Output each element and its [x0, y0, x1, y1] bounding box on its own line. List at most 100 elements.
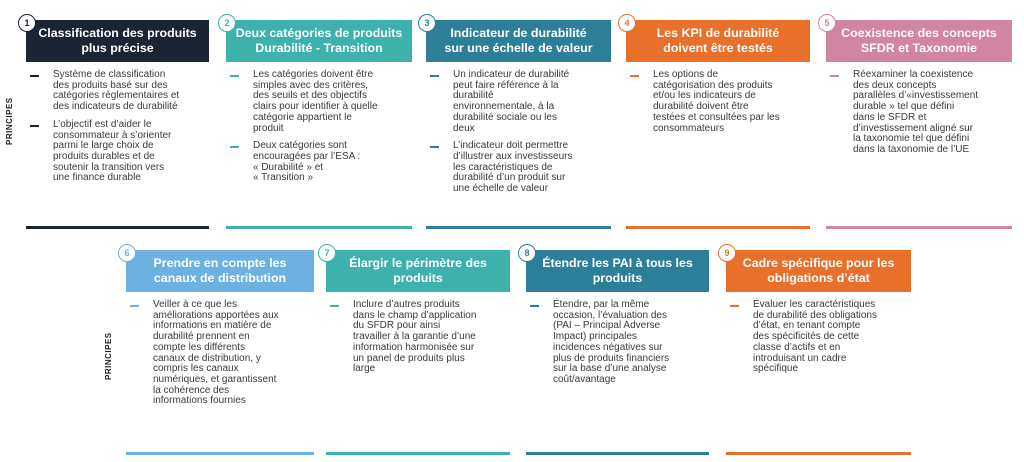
- dash-bullet-icon: [730, 305, 739, 307]
- bullet-text-line: dans la taxonomie de l’UE: [853, 143, 970, 155]
- bullet-text-line: des indicateurs de durabilité: [53, 101, 178, 113]
- bullet-text-line: informations en matière de: [153, 320, 272, 332]
- card-title-line: SFDR et Taxonomie: [860, 41, 978, 55]
- bullet-text-line: encouragées par l’ESA :: [253, 150, 361, 162]
- bullet-text-line: spécifique: [753, 363, 799, 375]
- card-title-line: produits: [393, 271, 443, 285]
- bullet-text-line: classe d’actifs et en: [753, 341, 841, 353]
- dash-bullet-icon: [30, 124, 39, 127]
- card-bottom-bar: [726, 452, 911, 455]
- card-number-badge: 2: [218, 14, 236, 32]
- bullet-text-line: durabilité d’un produit sur: [453, 172, 566, 184]
- card-title-line: Coexistence des concepts: [841, 26, 997, 40]
- bullet-text-line: informations fournies: [153, 395, 246, 407]
- card-bottom-bar: [26, 226, 209, 229]
- card-number-badge: 6: [118, 244, 136, 262]
- card-number-badge: 4: [618, 14, 636, 32]
- card-title-line: Élargir le périmètre des: [349, 256, 487, 270]
- card-bottom-bar: [826, 226, 1012, 229]
- side-label-top: PRINCIPES: [5, 97, 14, 145]
- side-label-bottom: PRINCIPES: [104, 332, 113, 380]
- bullet-text-line: consommateur à s’orienter: [53, 129, 172, 141]
- bullet-text-line: numériques, et garantissent: [153, 373, 277, 385]
- bullet-text-line: catégorie appartient le: [253, 111, 352, 123]
- card-number-badge: 1: [18, 14, 36, 32]
- card-bottom-bar: [326, 452, 510, 455]
- dash-bullet-icon: [830, 75, 839, 77]
- bullet-text-line: de durabilité des obligations: [753, 309, 877, 321]
- bullet-text-line: catégories règlementaires et: [53, 90, 180, 102]
- bullet-text-line: (PAI – Principal Adverse: [553, 320, 661, 332]
- bullet-text-line: Système de classification: [53, 69, 166, 80]
- dash-bullet-icon: [430, 75, 439, 77]
- dash-bullet-icon: [230, 75, 239, 77]
- bullet-text-line: durabilité sociale ou les: [453, 111, 557, 123]
- bullet-text-line: Les options de: [653, 69, 719, 80]
- bullet-text-line: les caractéristiques de: [453, 161, 553, 173]
- bullet-text-line: L’indicateur doit permettre: [453, 140, 569, 152]
- card-number-badge: 8: [518, 244, 536, 262]
- card-title-line: Les KPI de durabilité: [656, 26, 780, 40]
- bullet-text-line: des seuils et des objectifs: [253, 90, 367, 102]
- bullet-text-line: produits durables et de: [53, 150, 155, 162]
- card-bottom-bar: [626, 226, 810, 229]
- bullet-text-line: une finance durable: [53, 172, 141, 184]
- bullet-text-line: Étendre, par la même: [553, 299, 650, 310]
- bullet-text-line: durabilité doivent être: [653, 101, 749, 113]
- card-number-badge: 3: [418, 14, 436, 32]
- bullet-text-line: durable » tel que défini: [853, 101, 955, 113]
- dash-bullet-icon: [530, 305, 539, 307]
- bullet-text-line: sur la base d’une analyse: [553, 363, 667, 375]
- bullet-text-line: dans le SFDR et: [853, 111, 927, 123]
- bullet-text-line: une échelle de valeur: [453, 183, 549, 195]
- dash-bullet-icon: [30, 75, 39, 77]
- card-bottom-bar: [526, 452, 709, 455]
- bullet-text-line: dans le champ d’application: [353, 309, 477, 321]
- bullet-text-line: canaux de distribution, y: [153, 352, 261, 364]
- bullet-text-line: clairs pour identifier à quelle: [253, 101, 378, 113]
- card-title-line: produits: [592, 271, 643, 285]
- bullet-text-line: incidences négatives sur: [553, 341, 663, 353]
- bullet-text-line: L’objectif est d’aider le: [53, 118, 152, 130]
- bullet-text-line: du SFDR pour ainsi: [353, 320, 441, 332]
- bullet-text-line: parmi le large choix de: [53, 140, 154, 152]
- bullet-text-line: deux: [453, 122, 475, 134]
- bullet-text-line: Inclure d’autres produits: [353, 299, 460, 310]
- card-title-line: canaux de distribution: [153, 271, 287, 285]
- bullet-text-line: Veiller à ce que les: [153, 299, 237, 310]
- bullet-text-line: parallèles d’«investissement: [853, 90, 979, 102]
- card-title-line: obligations d’état: [767, 271, 870, 285]
- bullet-text-line: la taxonomie tel que défini: [853, 133, 970, 145]
- dash-bullet-icon: [330, 305, 339, 307]
